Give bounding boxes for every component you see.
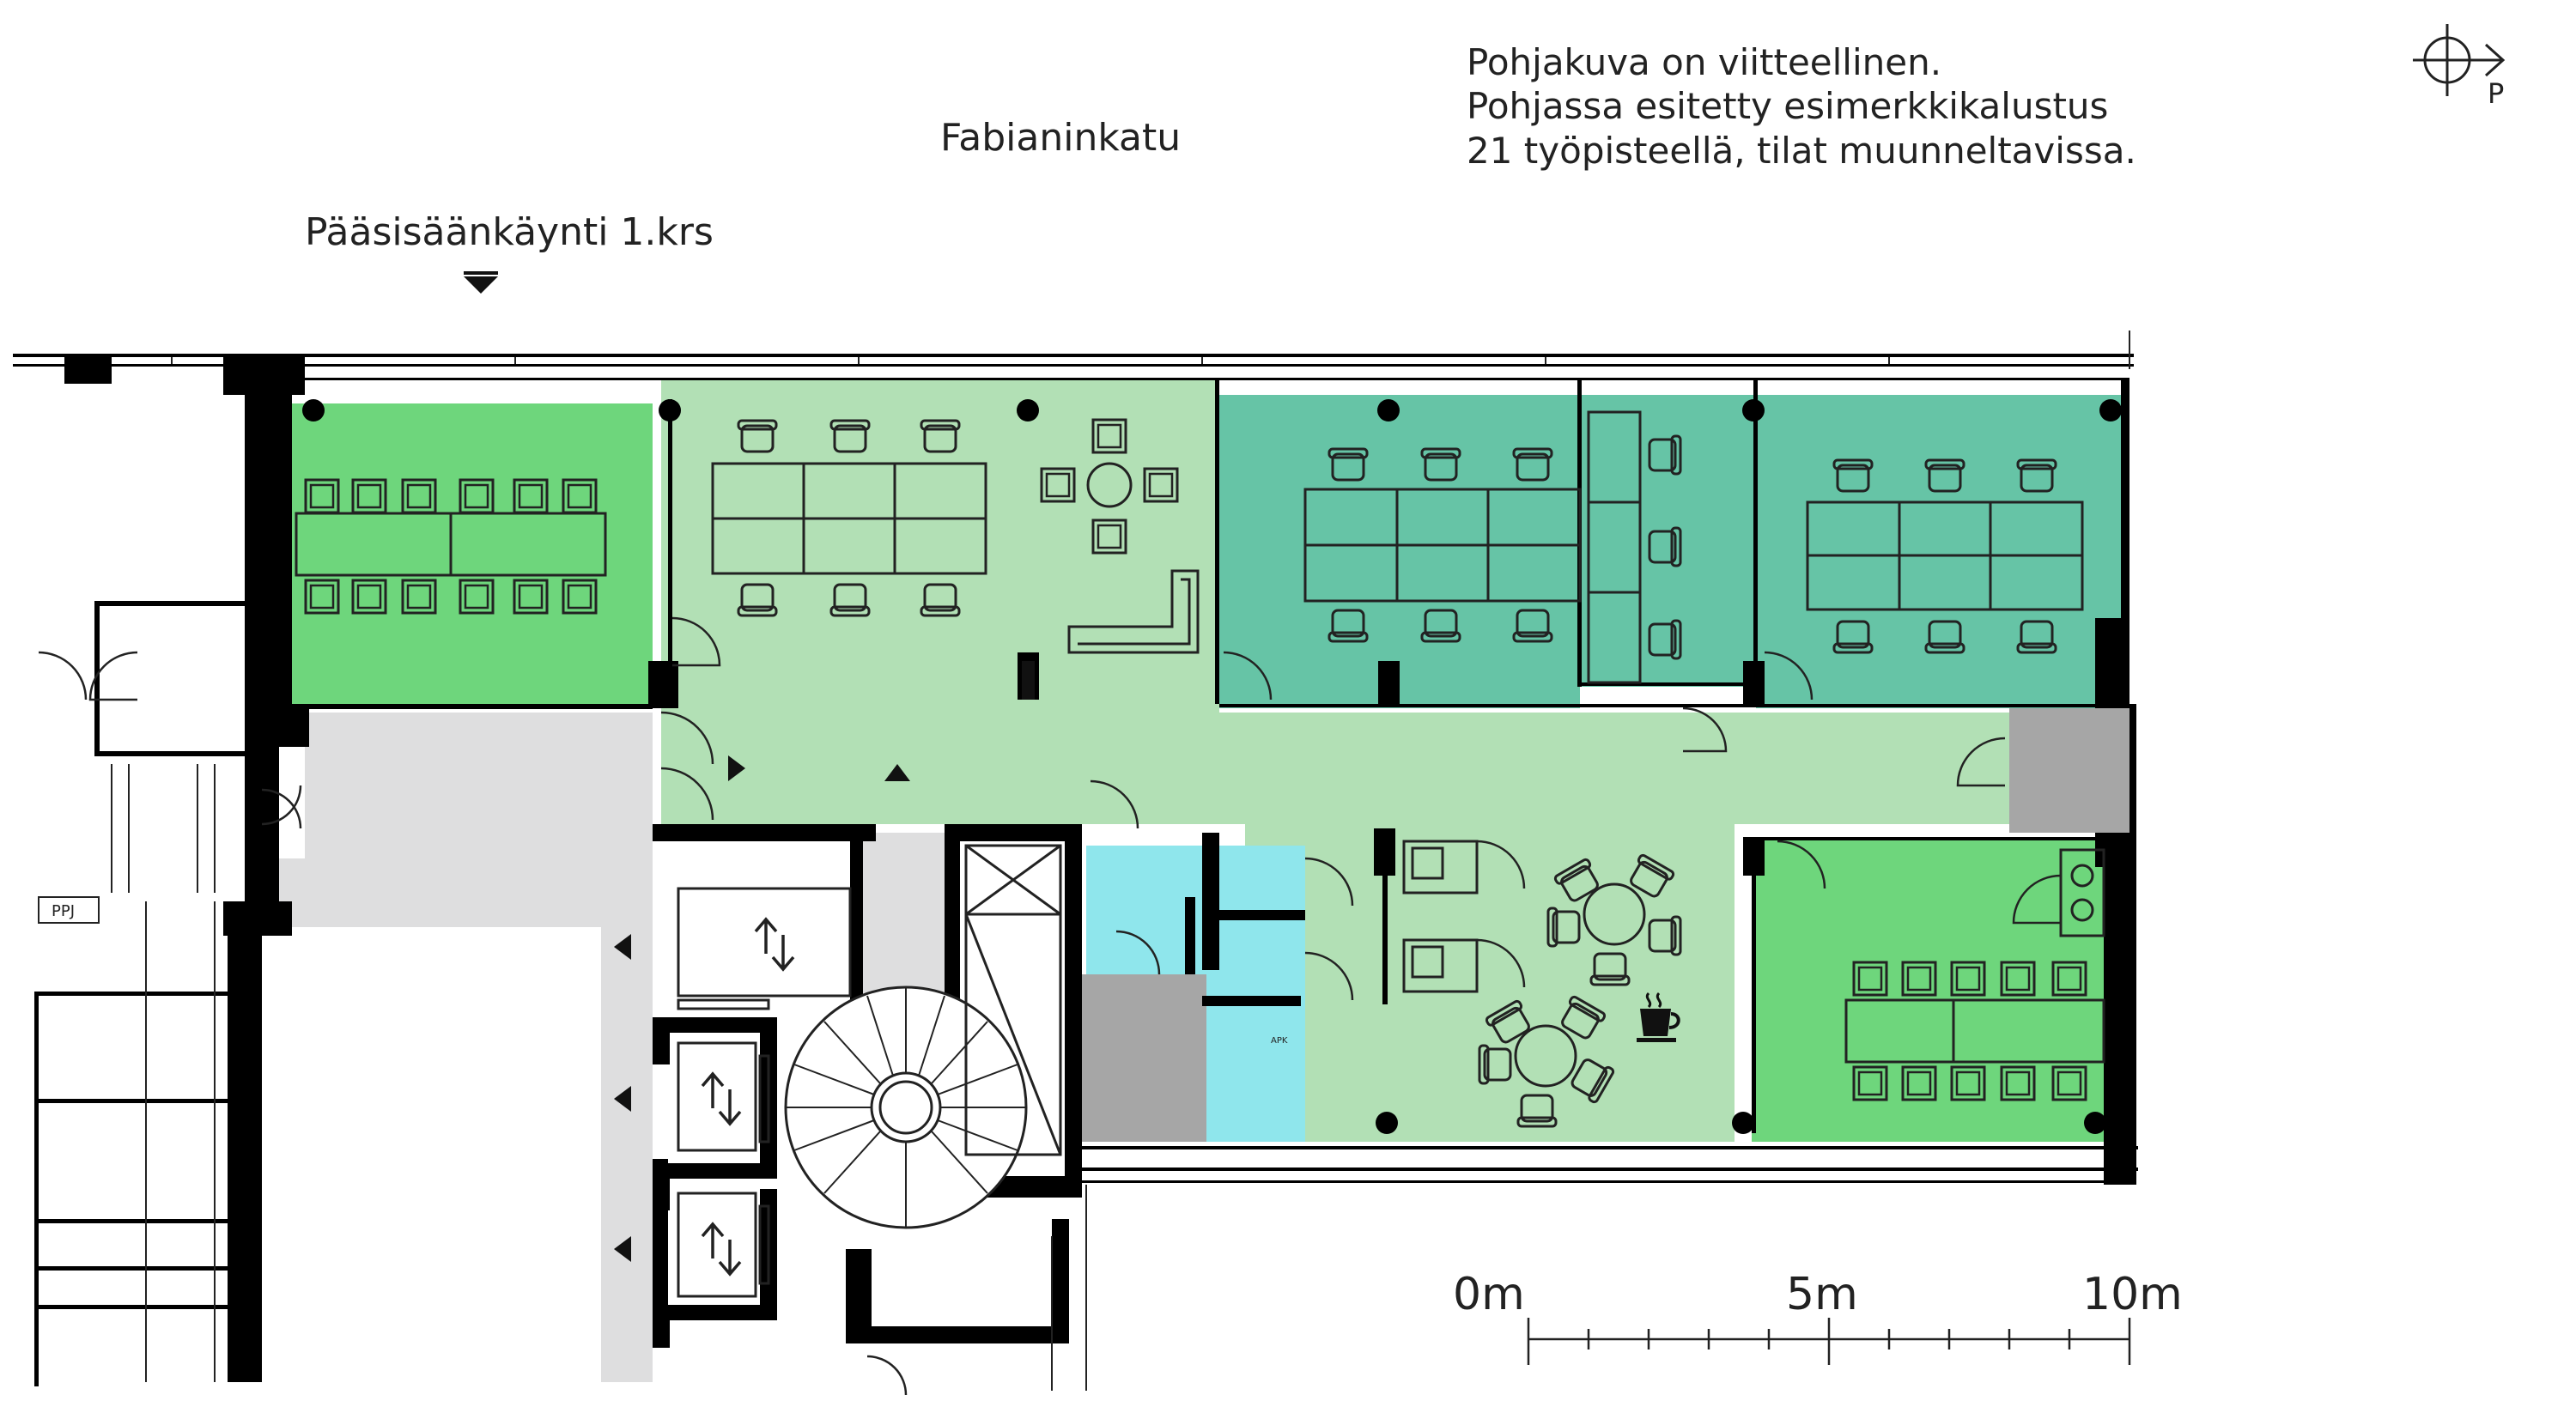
plan-note-line-1: Pohjakuva on viitteellinen. — [1467, 41, 1941, 83]
ppj-label: PPJ — [52, 902, 75, 920]
scale-label-10: 10m — [2082, 1269, 2183, 1320]
walls — [13, 354, 2138, 1386]
service-block-center — [1082, 974, 1206, 1142]
scale-bar — [1527, 1318, 2131, 1365]
entrance-arrow-icon — [464, 276, 498, 294]
ppj-box — [38, 896, 100, 924]
entrance-markers — [464, 271, 1035, 1262]
service-block-right — [2009, 708, 2129, 833]
street-name: Fabianinkatu — [940, 116, 1181, 160]
furniture — [295, 410, 2105, 1229]
meeting-room-top-left — [292, 403, 653, 708]
north-arrow-icon — [2413, 24, 2506, 96]
left-stair-lines — [111, 764, 1087, 1391]
scale-label-0: 0m — [1453, 1269, 1525, 1320]
apk-label: APK — [1271, 1036, 1288, 1046]
elevator-arrows-icon — [701, 917, 795, 1277]
plan-note-line-2: Pohjassa esitetty esimerkkikalustus — [1467, 85, 2108, 127]
facade-window-ticks — [171, 331, 2130, 369]
office-room-teal-1 — [1219, 395, 1580, 708]
wc-area-lower — [1206, 1004, 1305, 1142]
plan-note-line-3: 21 työpisteellä, tilat muunneltavissa. — [1467, 130, 2136, 172]
stair-corridor — [275, 713, 653, 1382]
spiral-staircase-icon — [784, 986, 1028, 1229]
doors — [38, 616, 2062, 1396]
elevators — [677, 887, 852, 1298]
coffee-cup-icon — [1637, 992, 1680, 1042]
office-room-teal-2 — [1580, 395, 1756, 687]
office-room-teal-3 — [1756, 395, 2129, 708]
north-label: P — [2488, 77, 2504, 110]
scale-label-5: 5m — [1786, 1269, 1858, 1320]
entrance-label: Pääsisäänkäynti 1.krs — [305, 210, 714, 254]
